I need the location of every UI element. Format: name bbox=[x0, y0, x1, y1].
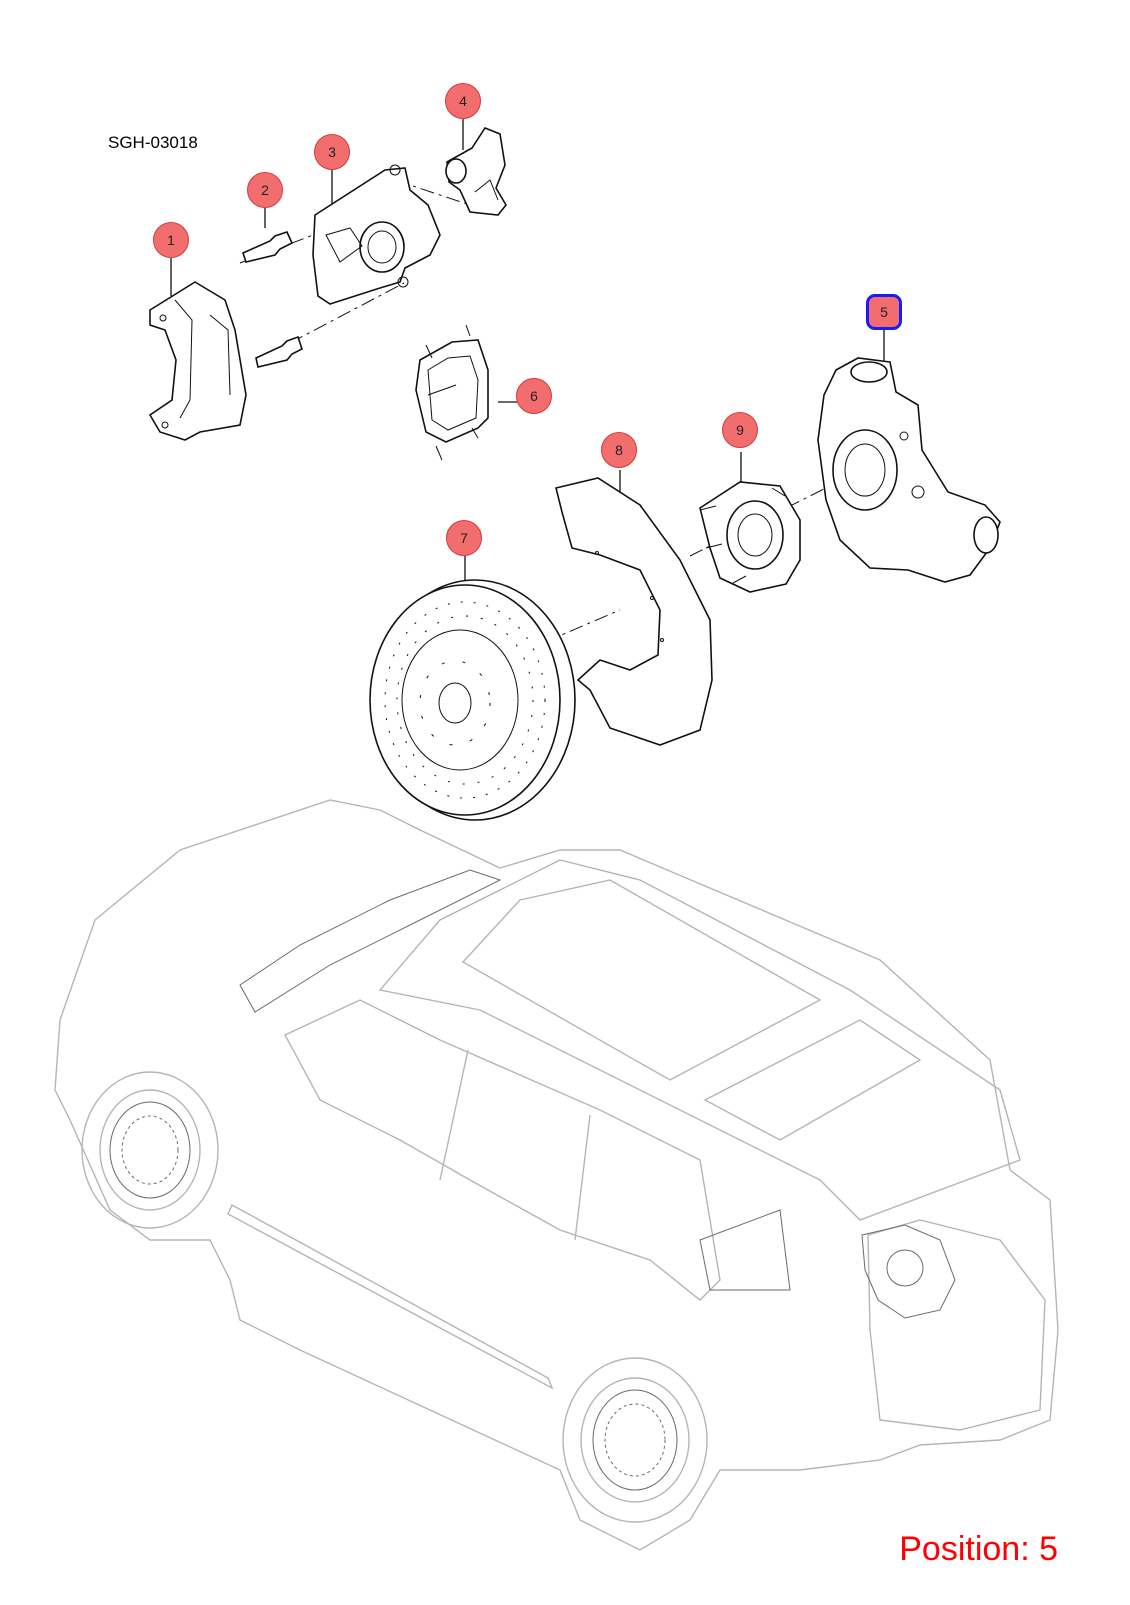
wheel-hub-part bbox=[699, 481, 801, 593]
dust-shield-part bbox=[555, 477, 713, 746]
callout-1[interactable]: 1 bbox=[153, 222, 189, 258]
callout-2[interactable]: 2 bbox=[247, 172, 283, 208]
callout-5[interactable]: 5 bbox=[866, 294, 902, 330]
diagram-code: SGH-03018 bbox=[108, 133, 198, 152]
caliper-bracket-part bbox=[148, 281, 247, 441]
callout-7[interactable]: 7 bbox=[446, 520, 482, 556]
guide-pin-part bbox=[242, 231, 303, 368]
caliper-housing-part bbox=[312, 164, 441, 305]
brake-pads-part bbox=[415, 324, 489, 461]
callout-6[interactable]: 6 bbox=[516, 378, 552, 414]
callout-9[interactable]: 9 bbox=[722, 412, 758, 448]
vehicle-outline bbox=[54, 799, 1059, 1551]
callout-3[interactable]: 3 bbox=[314, 134, 350, 170]
position-label: Position: 5 bbox=[899, 1530, 1058, 1568]
wear-sensor-part bbox=[445, 127, 507, 216]
callout-4[interactable]: 4 bbox=[445, 83, 481, 119]
steering-knuckle-part bbox=[817, 357, 1001, 583]
brake-disc-part bbox=[369, 579, 576, 821]
callout-8[interactable]: 8 bbox=[601, 432, 637, 468]
